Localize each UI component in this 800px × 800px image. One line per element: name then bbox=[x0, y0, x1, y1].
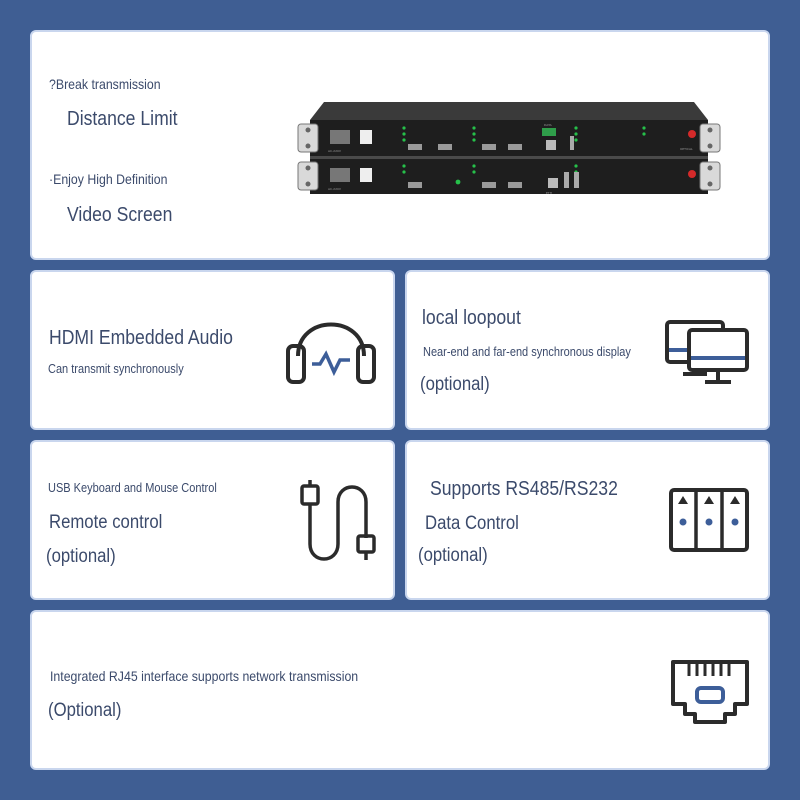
loopout-subtitle: Near-end and far-end synchronous display bbox=[423, 345, 631, 359]
remote-title: Remote control bbox=[49, 512, 163, 533]
remote-card: USB Keyboard and Mouse Control Remote co… bbox=[30, 440, 395, 600]
rj45-note: (Optional) bbox=[48, 700, 122, 721]
rs485-card: Supports RS485/RS232 Data Control (optio… bbox=[405, 440, 770, 600]
rs485-title: Supports RS485/RS232 bbox=[430, 478, 618, 500]
audio-title: HDMI Embedded Audio bbox=[49, 327, 233, 349]
rj45-title: Integrated RJ45 interface supports netwo… bbox=[50, 668, 359, 684]
rs485-note: (optional) bbox=[418, 545, 488, 566]
dual-monitor-icon bbox=[665, 320, 749, 384]
remote-subtitle: USB Keyboard and Mouse Control bbox=[48, 481, 217, 495]
loopout-card: local loopout Near-end and far-end synch… bbox=[405, 270, 770, 430]
svg-text:DATA: DATA bbox=[544, 123, 553, 127]
loopout-note: (optional) bbox=[420, 374, 490, 395]
audio-card: HDMI Embedded Audio Can transmit synchro… bbox=[30, 270, 395, 430]
serial-port-icon bbox=[669, 488, 749, 552]
rack-device-image: AC-220V DATA OPTICAL AC-220V ETH bbox=[297, 102, 721, 195]
hero-line-2: Distance Limit bbox=[67, 108, 178, 130]
rs485-subtitle: Data Control bbox=[425, 513, 519, 534]
svg-text:OPTICAL: OPTICAL bbox=[680, 147, 693, 151]
rj45-card: Integrated RJ45 interface supports netwo… bbox=[30, 610, 770, 770]
hero-line-3: ·Enjoy High Definition bbox=[49, 171, 168, 187]
svg-text:ETH: ETH bbox=[546, 191, 552, 195]
hero-line-1: ?Break transmission bbox=[49, 76, 161, 92]
loopout-title: local loopout bbox=[422, 307, 521, 329]
audio-subtitle: Can transmit synchronously bbox=[48, 362, 184, 376]
svg-text:AC-220V: AC-220V bbox=[328, 187, 342, 191]
rj45-port-icon bbox=[671, 660, 749, 724]
hero-line-4: Video Screen bbox=[67, 204, 173, 226]
remote-note: (optional) bbox=[46, 546, 116, 567]
svg-text:AC-220V: AC-220V bbox=[328, 149, 342, 153]
usb-cable-icon bbox=[300, 480, 376, 561]
headphones-icon bbox=[286, 322, 376, 384]
hero-card: ?Break transmission Distance Limit ·Enjo… bbox=[30, 30, 770, 260]
